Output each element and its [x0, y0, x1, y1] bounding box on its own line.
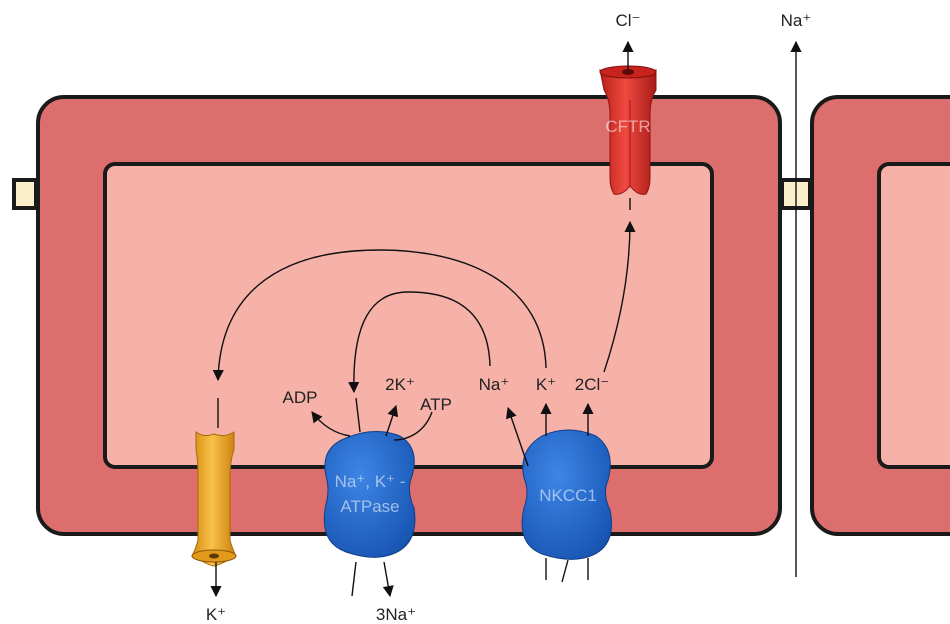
- paracellular-na-label: Na⁺: [781, 11, 812, 30]
- three-na-label: 3Na⁺: [376, 605, 416, 624]
- k-out-label: K⁺: [206, 605, 226, 624]
- k-channel: [192, 432, 236, 566]
- na-in-label: Na⁺: [479, 375, 510, 394]
- pump-na-out-arrow: [384, 562, 390, 596]
- right-cell: [812, 97, 950, 534]
- cftr-label: CFTR: [605, 117, 650, 136]
- pump-label-line2: ATPase: [340, 497, 399, 516]
- two-cl-label: 2Cl⁻: [575, 375, 609, 394]
- k-in-label: K⁺: [536, 375, 556, 394]
- right-cell-cytoplasm: [879, 164, 950, 467]
- nkcc1-entry-line-2: [562, 560, 568, 582]
- cl-out-label: Cl⁻: [615, 11, 640, 30]
- pump-entry-line: [352, 562, 356, 596]
- adp-label: ADP: [283, 388, 318, 407]
- atp-label: ATP: [420, 395, 452, 414]
- two-k-label: 2K⁺: [385, 375, 415, 394]
- tight-junction-left: [14, 180, 36, 208]
- nkcc1-label: NKCC1: [539, 486, 597, 505]
- na-k-atpase-pump: [324, 431, 415, 557]
- cell-cytoplasm: [105, 164, 712, 467]
- pump-label-line1: Na⁺, K⁺ -: [335, 472, 406, 491]
